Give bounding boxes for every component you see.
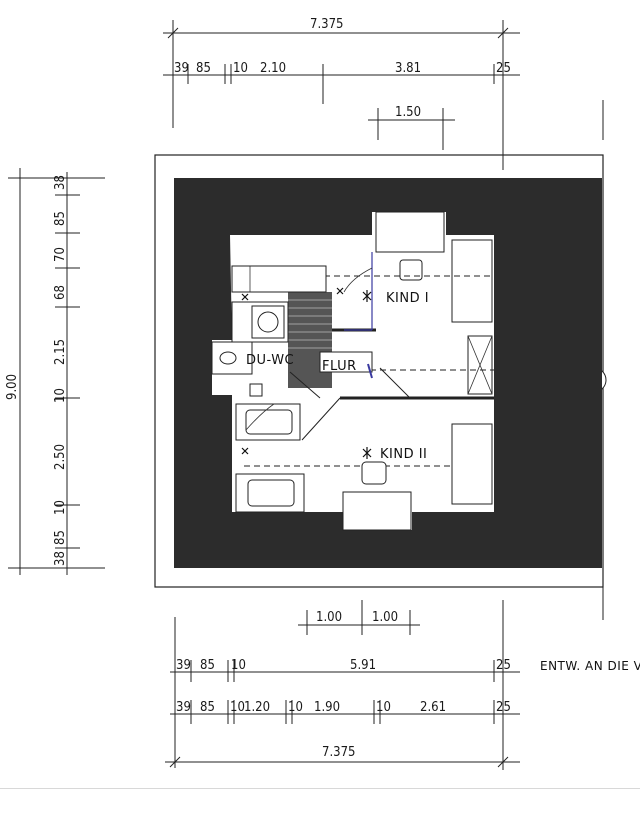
dim-top-5: 3.81 <box>395 61 421 76</box>
page-divider <box>0 788 640 789</box>
light-marker-kind1 <box>362 290 372 302</box>
light-marker-stair <box>336 287 344 295</box>
dim-b2-3: 10 <box>230 700 245 715</box>
dim-left-9: 2.15 <box>53 339 68 365</box>
drawing-caption: ENTW. AN DIE V( <box>540 659 640 673</box>
dim-left-13: 85 <box>53 530 68 545</box>
light-markers <box>241 287 372 459</box>
room-label-duwc: DU-WC <box>246 353 294 368</box>
dim-top-total: 7.375 <box>310 17 343 32</box>
dim-b2-2: 85 <box>200 700 215 715</box>
dim-b1-3: 10 <box>231 658 246 673</box>
dim-b2-1: 39 <box>176 700 191 715</box>
dim-b2-5: 10 <box>288 700 303 715</box>
dim-b2-9: 25 <box>496 700 511 715</box>
light-marker-kind2 <box>362 447 372 459</box>
dim-bottom-total: 7.375 <box>322 745 355 760</box>
dim-bottom-window-1: 1.00 <box>316 610 342 625</box>
dim-top-window: 1.50 <box>395 105 421 120</box>
dim-left-10: 10 <box>53 388 68 403</box>
dim-top-3: 10 <box>233 61 248 76</box>
room-label-flur: FLUR <box>322 359 357 374</box>
light-marker-bath <box>241 293 249 301</box>
dim-b2-6: 1.90 <box>314 700 340 715</box>
dim-b2-8: 2.61 <box>420 700 446 715</box>
dim-left-14: 38 <box>53 551 68 566</box>
left-dimension-chain: 9.00 38 85 70 68 2.15 10 2.50 10 85 38 <box>5 168 105 575</box>
dim-left-1: 38 <box>53 175 68 190</box>
bottom-dimension-chain: 1.00 1.00 39 85 10 5.91 25 39 85 10 1.20… <box>165 600 520 770</box>
dim-top-1: 39 <box>174 61 189 76</box>
interior-walls <box>211 211 494 531</box>
dim-b1-5: 25 <box>496 658 511 673</box>
top-dimension-chain: 7.375 39 85 10 2.10 3.81 25 1.50 <box>163 17 520 170</box>
dim-left-11: 2.50 <box>53 444 68 470</box>
dim-top-4: 2.10 <box>260 61 286 76</box>
dim-b1-2: 85 <box>200 658 215 673</box>
room-label-kind2: KIND II <box>380 447 427 462</box>
dim-left-7: 68 <box>53 285 68 300</box>
dim-left-total: 9.00 <box>5 374 20 400</box>
room-labels: KIND I FLUR DU-WC KIND II <box>246 291 429 462</box>
dim-b1-4: 5.91 <box>350 658 376 673</box>
dim-b2-7: 10 <box>376 700 391 715</box>
dim-b1-1: 39 <box>176 658 191 673</box>
dim-left-3: 85 <box>53 211 68 226</box>
dim-b2-4: 1.20 <box>244 700 270 715</box>
room-label-kind1: KIND I <box>386 291 429 306</box>
light-marker-room2 <box>241 447 249 455</box>
dim-top-6: 25 <box>496 61 511 76</box>
dim-bottom-window-2: 1.00 <box>372 610 398 625</box>
dim-top-2: 85 <box>196 61 211 76</box>
dim-left-12: 10 <box>53 500 68 515</box>
dim-left-5: 70 <box>53 247 68 262</box>
